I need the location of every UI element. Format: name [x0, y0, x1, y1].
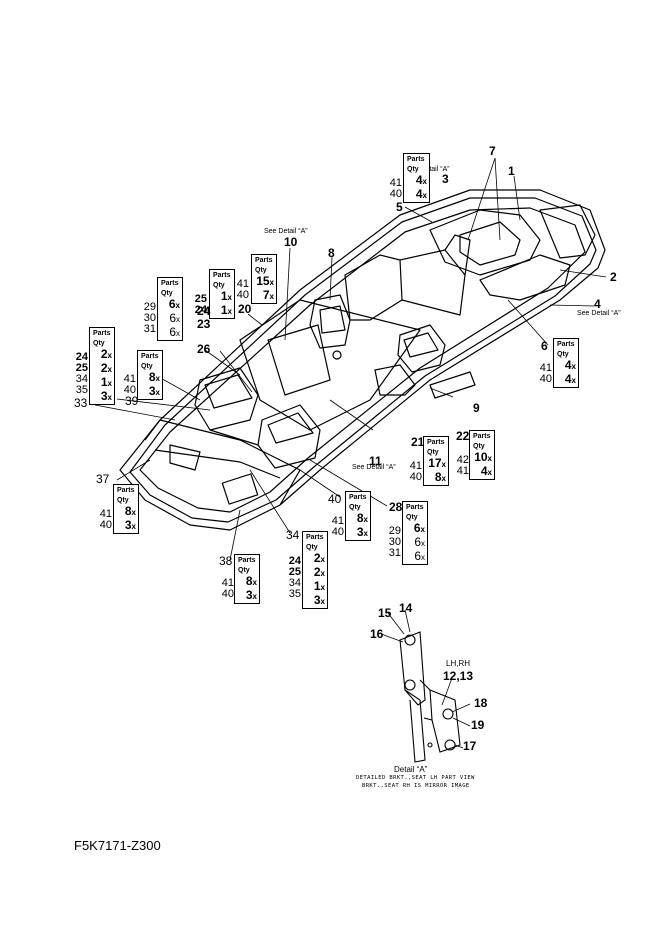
see-detail-4: See Detail “A”	[577, 310, 621, 317]
callout-6: 6	[541, 339, 548, 353]
callout-18: 18	[474, 696, 488, 710]
detail-a-bracket	[380, 609, 471, 763]
callout-33: 34	[286, 528, 300, 542]
callout-9: 9	[473, 401, 480, 415]
callout-26: 26	[197, 342, 211, 356]
callout-4: 4	[594, 297, 601, 311]
see-detail-11: See Detail “A”	[352, 464, 396, 471]
callout-20: 20	[238, 302, 252, 316]
callout-5: 5	[396, 200, 403, 214]
callout-12-13: 12,13	[443, 669, 474, 683]
callout-16: 16	[370, 627, 384, 641]
detail-side-label: LH,RH	[446, 659, 471, 668]
callout-14: 14	[399, 601, 413, 615]
callout-23: 23	[197, 317, 211, 331]
callout-2: 2	[610, 270, 617, 284]
callout-8: 8	[328, 246, 335, 260]
callout-22: 22	[456, 429, 470, 443]
figure-code: F5K7171-Z300	[74, 838, 161, 853]
callout-3: 3	[442, 172, 449, 186]
callout-10: 10	[284, 235, 298, 249]
see-detail-10: See Detail “A”	[264, 228, 308, 235]
callout-21: 21	[411, 435, 425, 449]
detail-title: Detail “A”	[394, 765, 428, 774]
callout-38: 39	[125, 394, 139, 408]
detail-caption-1: DETAILED BRKT.,SEAT LH PART VIEW	[356, 775, 475, 781]
callout-28: 28	[389, 500, 403, 514]
callout-11: 11	[369, 454, 382, 468]
callout-39: 40	[328, 492, 342, 506]
callout-7: 7	[489, 144, 496, 158]
callout-15: 15	[378, 606, 392, 620]
hull-outline	[119, 189, 606, 531]
callout-24: 24	[197, 304, 211, 318]
detail-caption-2: BRKT.,SEAT RH IS MIRROR IMAGE	[362, 783, 470, 789]
callout-1: 1	[508, 164, 515, 178]
callout-17: 17	[463, 739, 477, 753]
callout-19: 19	[471, 718, 485, 732]
callout-37: 38	[219, 554, 233, 568]
callout-36: 37	[96, 472, 110, 486]
callout-32: 33	[74, 396, 88, 410]
